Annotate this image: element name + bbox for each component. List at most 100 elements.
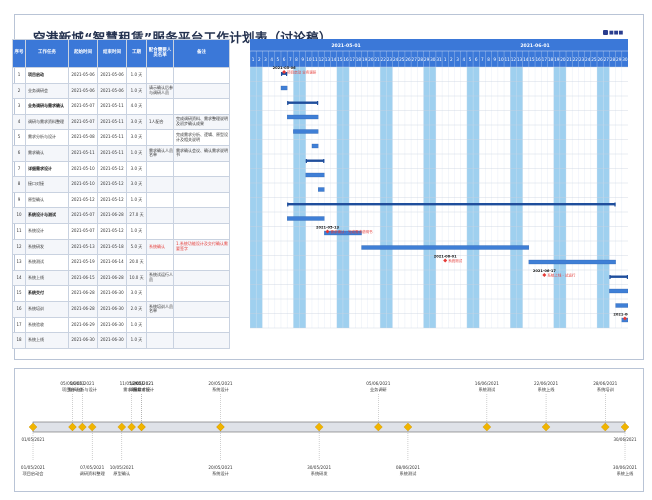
- summary-bar-cap: [305, 159, 307, 163]
- day-tick-label: 11: [504, 57, 510, 62]
- day-tick-label: 14: [331, 57, 337, 62]
- cell-task: 详细需求设计: [25, 160, 69, 178]
- day-tick-label: 4: [270, 57, 273, 62]
- cell-end: 2021-05-11: [97, 129, 127, 146]
- day-tick-label: 13: [325, 57, 331, 62]
- cell-start: 2021-05-06: [68, 67, 98, 84]
- day-tick-label: 26: [597, 57, 603, 62]
- cell-start: 2021-05-10: [68, 160, 98, 178]
- timeline-svg: 05/05/2021项目启动会05/06/2021业务调研06/05/2021需…: [21, 381, 637, 477]
- cell-end: 2021-05-11: [97, 98, 127, 115]
- cell-note: 完成调研资料、需求整理说明及初步确认成果: [173, 113, 230, 131]
- cell-note: [173, 254, 230, 271]
- day-tick-label: 1: [444, 57, 447, 62]
- day-tick-label: 6: [283, 57, 286, 62]
- task-bar: [609, 288, 628, 294]
- day-tick-label: 9: [493, 57, 496, 62]
- cell-days: 20.0 天: [126, 254, 147, 271]
- cell-no: 2: [12, 82, 26, 100]
- timeline-event-date: 28/06/2021: [593, 381, 617, 386]
- month-label: 2021-06-01: [520, 43, 549, 49]
- cell-start: 2021-05-13: [68, 238, 98, 256]
- milestone-date: 2021-06-30: [613, 313, 628, 317]
- milestone-marker: [282, 70, 287, 74]
- milestone-date: 2021-05-06: [273, 66, 296, 70]
- timeline-event-date: 30/05/2021: [307, 465, 331, 470]
- day-tick-label: 19: [362, 57, 368, 62]
- cell-assist: [146, 254, 174, 271]
- cell-task: 系统设计: [25, 222, 69, 240]
- day-tick-label: 15: [529, 57, 535, 62]
- cell-note: 1.系统功能设计及交付确认需要签字: [173, 238, 230, 256]
- day-tick-label: 26: [405, 57, 411, 62]
- summary-bar-cap: [316, 101, 319, 105]
- day-tick-label: 30: [430, 57, 436, 62]
- cell-end: 2021-05-06: [97, 67, 127, 84]
- timeline-diamond: [314, 422, 324, 432]
- cell-end: 2021-05-12: [97, 191, 127, 209]
- day-tick-label: 5: [277, 57, 280, 62]
- header-days: 工期: [126, 39, 147, 68]
- cell-assist: [146, 191, 174, 209]
- day-tick-label: 18: [548, 57, 554, 62]
- timeline-diamond: [117, 422, 127, 432]
- day-tick-label: 17: [350, 57, 356, 62]
- cell-task: 项目启动: [25, 67, 69, 84]
- day-tick-label: 6: [475, 57, 478, 62]
- milestone-date: 2021-05-13: [316, 226, 339, 230]
- cell-no: 16: [12, 300, 26, 318]
- task-bar: [293, 129, 319, 134]
- cell-note: [173, 316, 230, 334]
- cell-task: 调研与需求资料整理: [25, 113, 69, 131]
- milestone-label: 系统测试: [448, 258, 462, 263]
- timeline-event-label: 项目启动会: [62, 386, 84, 393]
- summary-bar-cap: [614, 202, 616, 207]
- timeline-event-date: 08/06/2021: [396, 465, 420, 470]
- timeline-event-label: 系统测试: [478, 386, 496, 393]
- summary-bar-cap: [609, 275, 611, 279]
- day-tick-label: 20: [560, 57, 566, 62]
- cell-task: 系统培训: [25, 300, 69, 318]
- day-tick-label: 30: [622, 57, 628, 62]
- day-tick-label: 28: [418, 57, 424, 62]
- day-tick-label: 13: [517, 57, 523, 62]
- timeline-event-date: 05/05/2021: [60, 381, 84, 386]
- cell-end: 2021-05-12: [97, 176, 127, 193]
- summary-bar-cap: [285, 72, 288, 76]
- cell-end: 2021-05-11: [97, 113, 127, 131]
- timeline-event-label: 系统设计: [212, 386, 229, 393]
- cell-note: [173, 160, 230, 178]
- timeline-diamond: [600, 422, 610, 432]
- day-tick-label: 24: [585, 57, 591, 62]
- timeline-diamond: [87, 422, 97, 432]
- cell-no: 11: [12, 222, 26, 240]
- timeline-event-label: 接口对接: [133, 386, 151, 393]
- day-tick-label: 22: [573, 57, 579, 62]
- day-tick-label: 24: [393, 57, 399, 62]
- cell-days: 4.0 天: [126, 98, 147, 115]
- cell-assist: [146, 176, 174, 193]
- cell-no: 4: [12, 113, 26, 131]
- summary-bar-cap: [287, 202, 289, 207]
- cell-end: 2021-06-28: [97, 269, 127, 287]
- cell-days: 3.0 天: [126, 160, 147, 178]
